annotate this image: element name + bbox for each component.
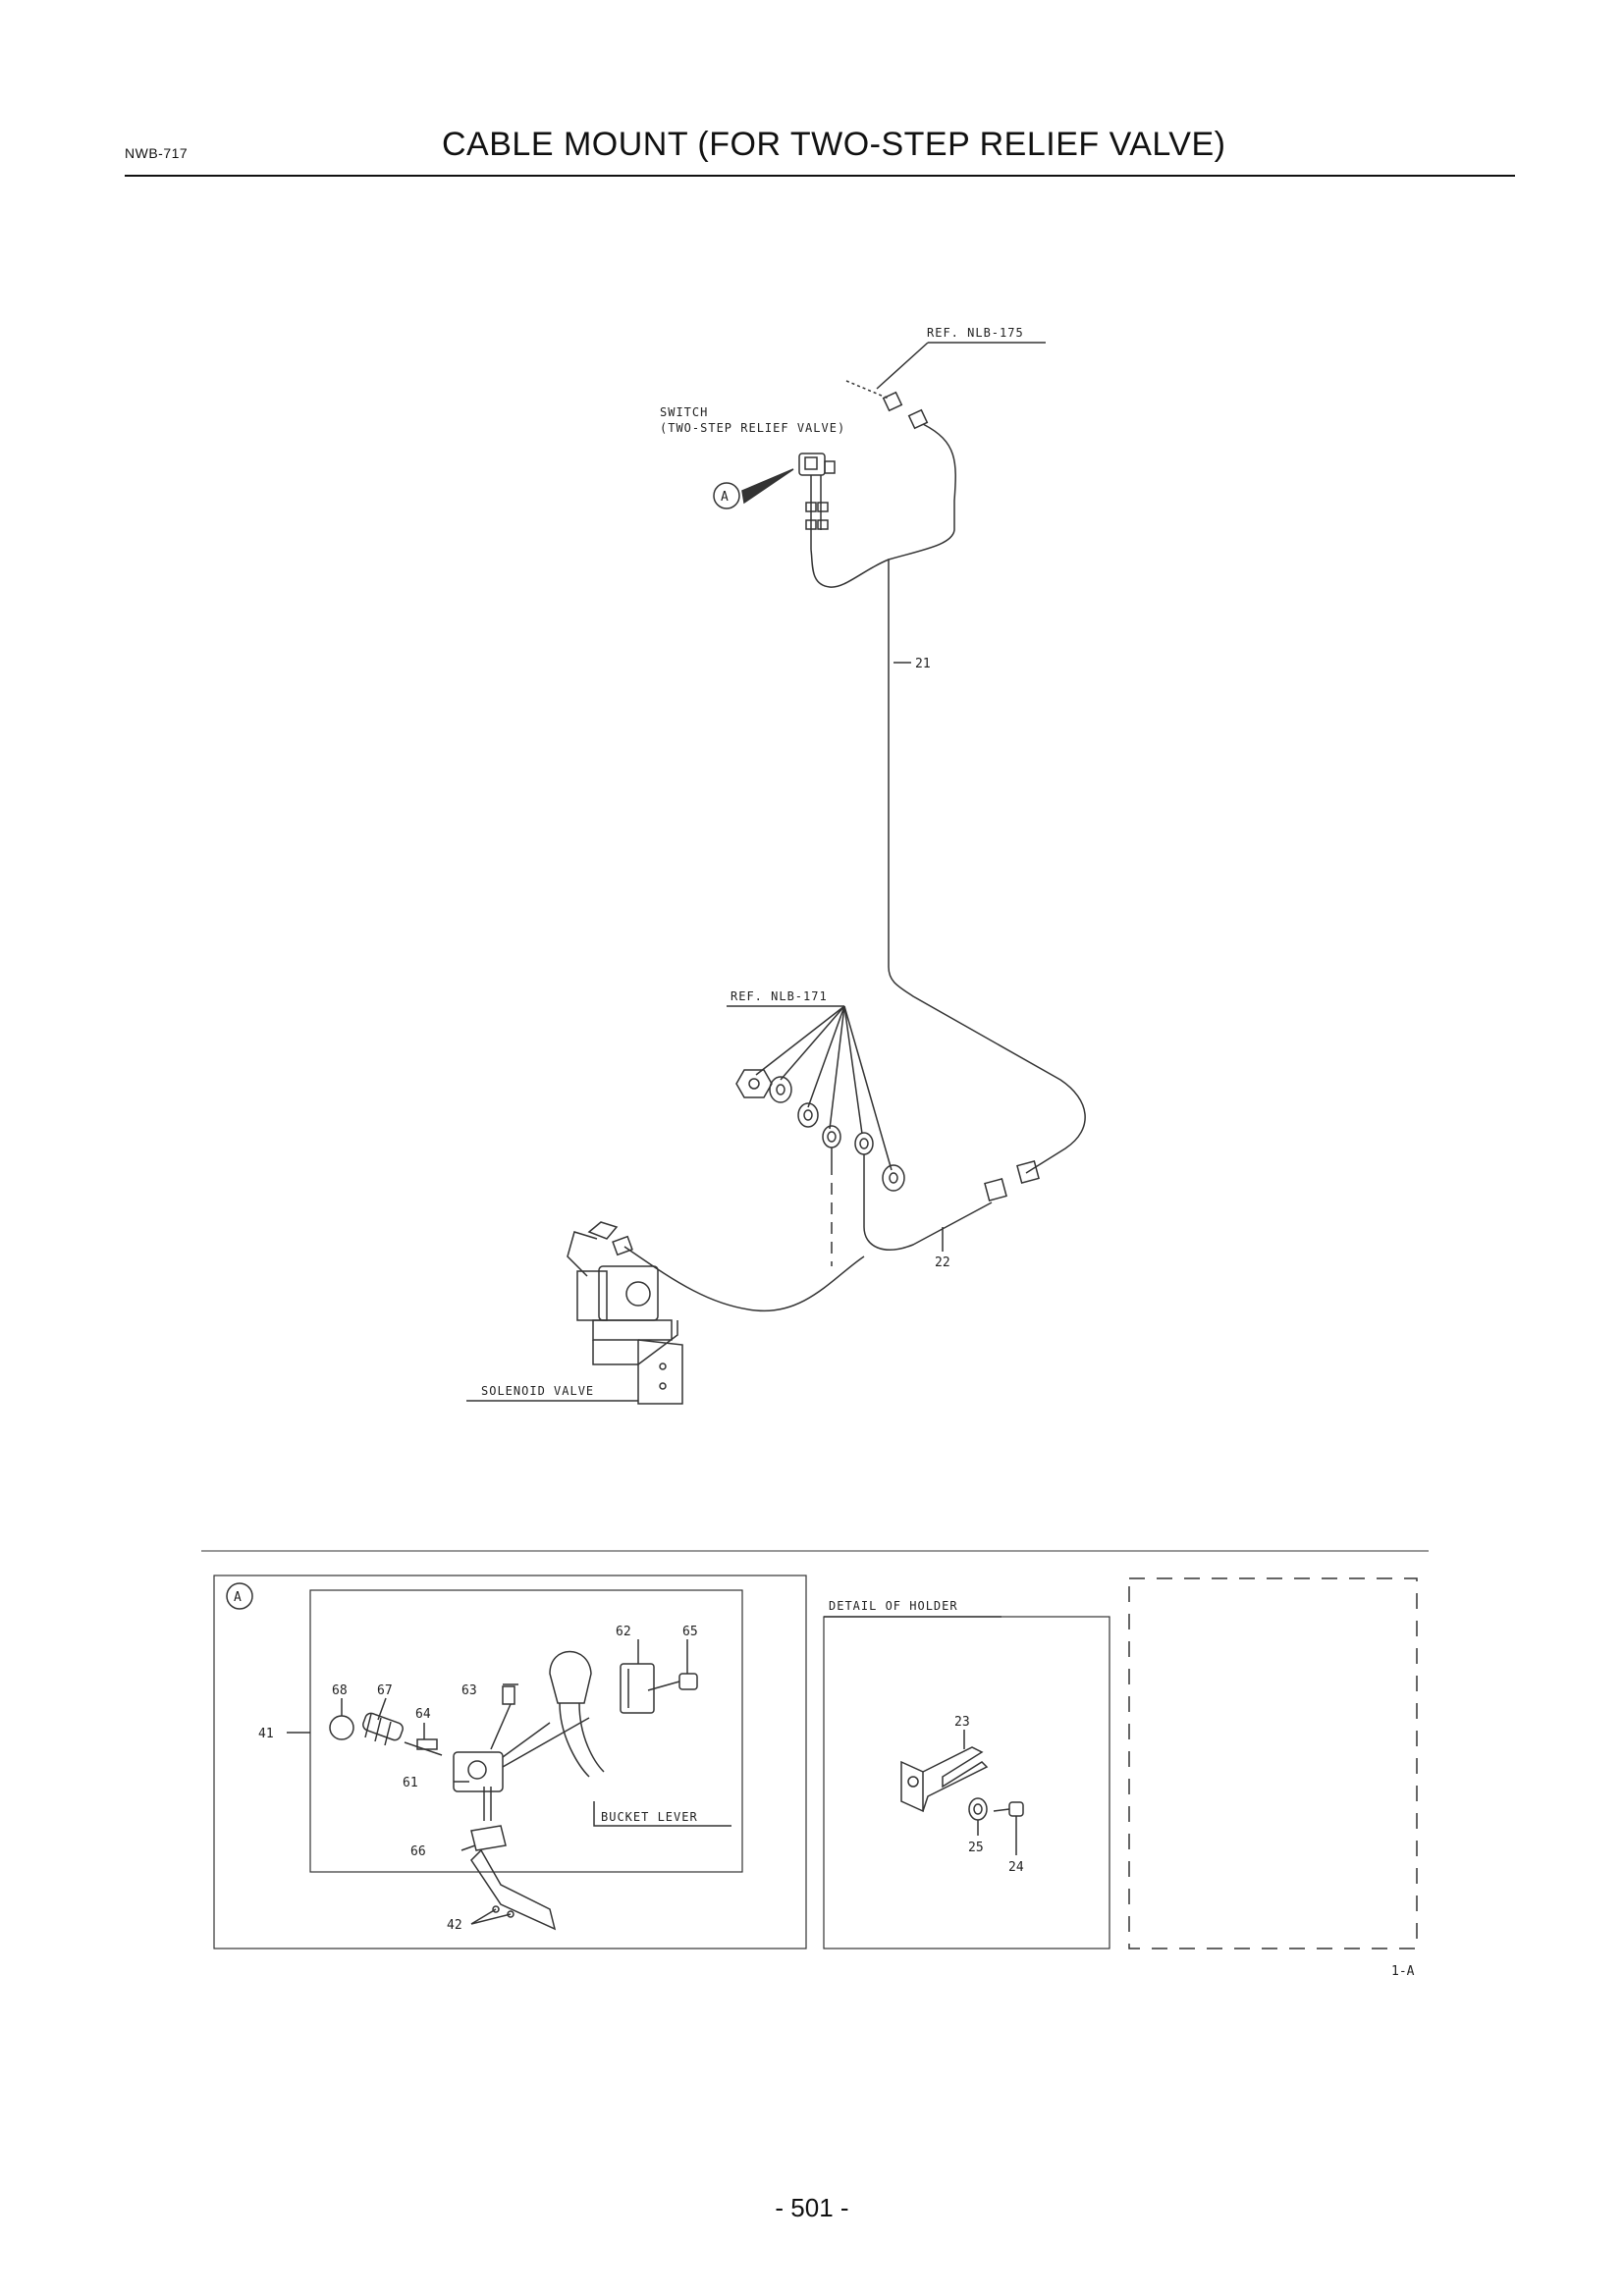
callout-23: 23 [954, 1715, 970, 1730]
page-number: - 501 - [775, 2193, 849, 2222]
document-code: NWB-717 [125, 145, 189, 161]
nut-icon [735, 1069, 773, 1098]
callout-42: 42 [447, 1918, 462, 1933]
callout-24: 24 [1008, 1860, 1024, 1875]
callout-22: 22 [935, 1255, 950, 1270]
bolt-icon [647, 1673, 698, 1691]
callout-62: 62 [616, 1625, 631, 1639]
bucket-lever-label: BUCKET LEVER [601, 1810, 698, 1824]
connector-icon [1016, 1160, 1040, 1184]
detail-a-frame-marker: A [234, 1590, 242, 1605]
switch-icon [798, 453, 836, 550]
callout-61: 61 [403, 1776, 418, 1790]
callout-68: 68 [332, 1683, 348, 1698]
switch-label-sub: (TWO-STEP RELIEF VALVE) [660, 421, 845, 435]
switch-label: SWITCH [660, 405, 708, 419]
bolt-icon [993, 1801, 1024, 1817]
callout-67: 67 [377, 1683, 393, 1698]
solenoid-valve-label: SOLENOID VALVE [481, 1384, 594, 1398]
callout-65: 65 [682, 1625, 698, 1639]
detail-a-marker-icon [713, 482, 740, 509]
lever-knob-icon [549, 1650, 605, 1778]
lockwasher-icon [797, 1102, 819, 1128]
bracket-icon [470, 1787, 557, 1931]
callout-41: 41 [258, 1727, 274, 1741]
terminal-icon [854, 1132, 874, 1173]
callout-66: 66 [410, 1844, 426, 1859]
switch-body-icon [453, 1717, 590, 1792]
pin-icon [416, 1738, 438, 1750]
detail-a-frame-marker-icon [226, 1582, 253, 1610]
detail-holder-title: DETAIL OF HOLDER [829, 1599, 958, 1613]
empty-dashed-frame [1128, 1577, 1418, 1949]
connector-icon [984, 1178, 1007, 1201]
ref-label-mid: REF. NLB-171 [731, 989, 828, 1003]
connector-icon [882, 391, 903, 412]
figure-ref: 1-A [1391, 1964, 1415, 1979]
connector-plug-icon [362, 1712, 404, 1746]
nut-icon [968, 1797, 988, 1821]
connector-icon [907, 408, 929, 430]
clamp-icon [620, 1663, 655, 1714]
cap-icon [329, 1715, 354, 1740]
callout-63: 63 [461, 1683, 477, 1698]
solenoid-valve-icon [567, 1221, 683, 1405]
page-title: CABLE MOUNT (FOR TWO-STEP RELIEF VALVE) [442, 126, 1226, 163]
callout-64: 64 [415, 1707, 431, 1722]
detail-a-marker: A [721, 490, 729, 505]
washer-icon [882, 1164, 905, 1192]
screw-icon [502, 1685, 515, 1705]
washer-icon [769, 1076, 792, 1103]
header-rule [125, 175, 1515, 177]
terminal-icon [822, 1125, 841, 1163]
callout-25: 25 [968, 1841, 984, 1855]
connector-icon [612, 1235, 633, 1256]
holder-bracket-icon [900, 1746, 989, 1813]
callout-21: 21 [915, 657, 931, 671]
ref-label-top: REF. NLB-175 [927, 326, 1024, 340]
